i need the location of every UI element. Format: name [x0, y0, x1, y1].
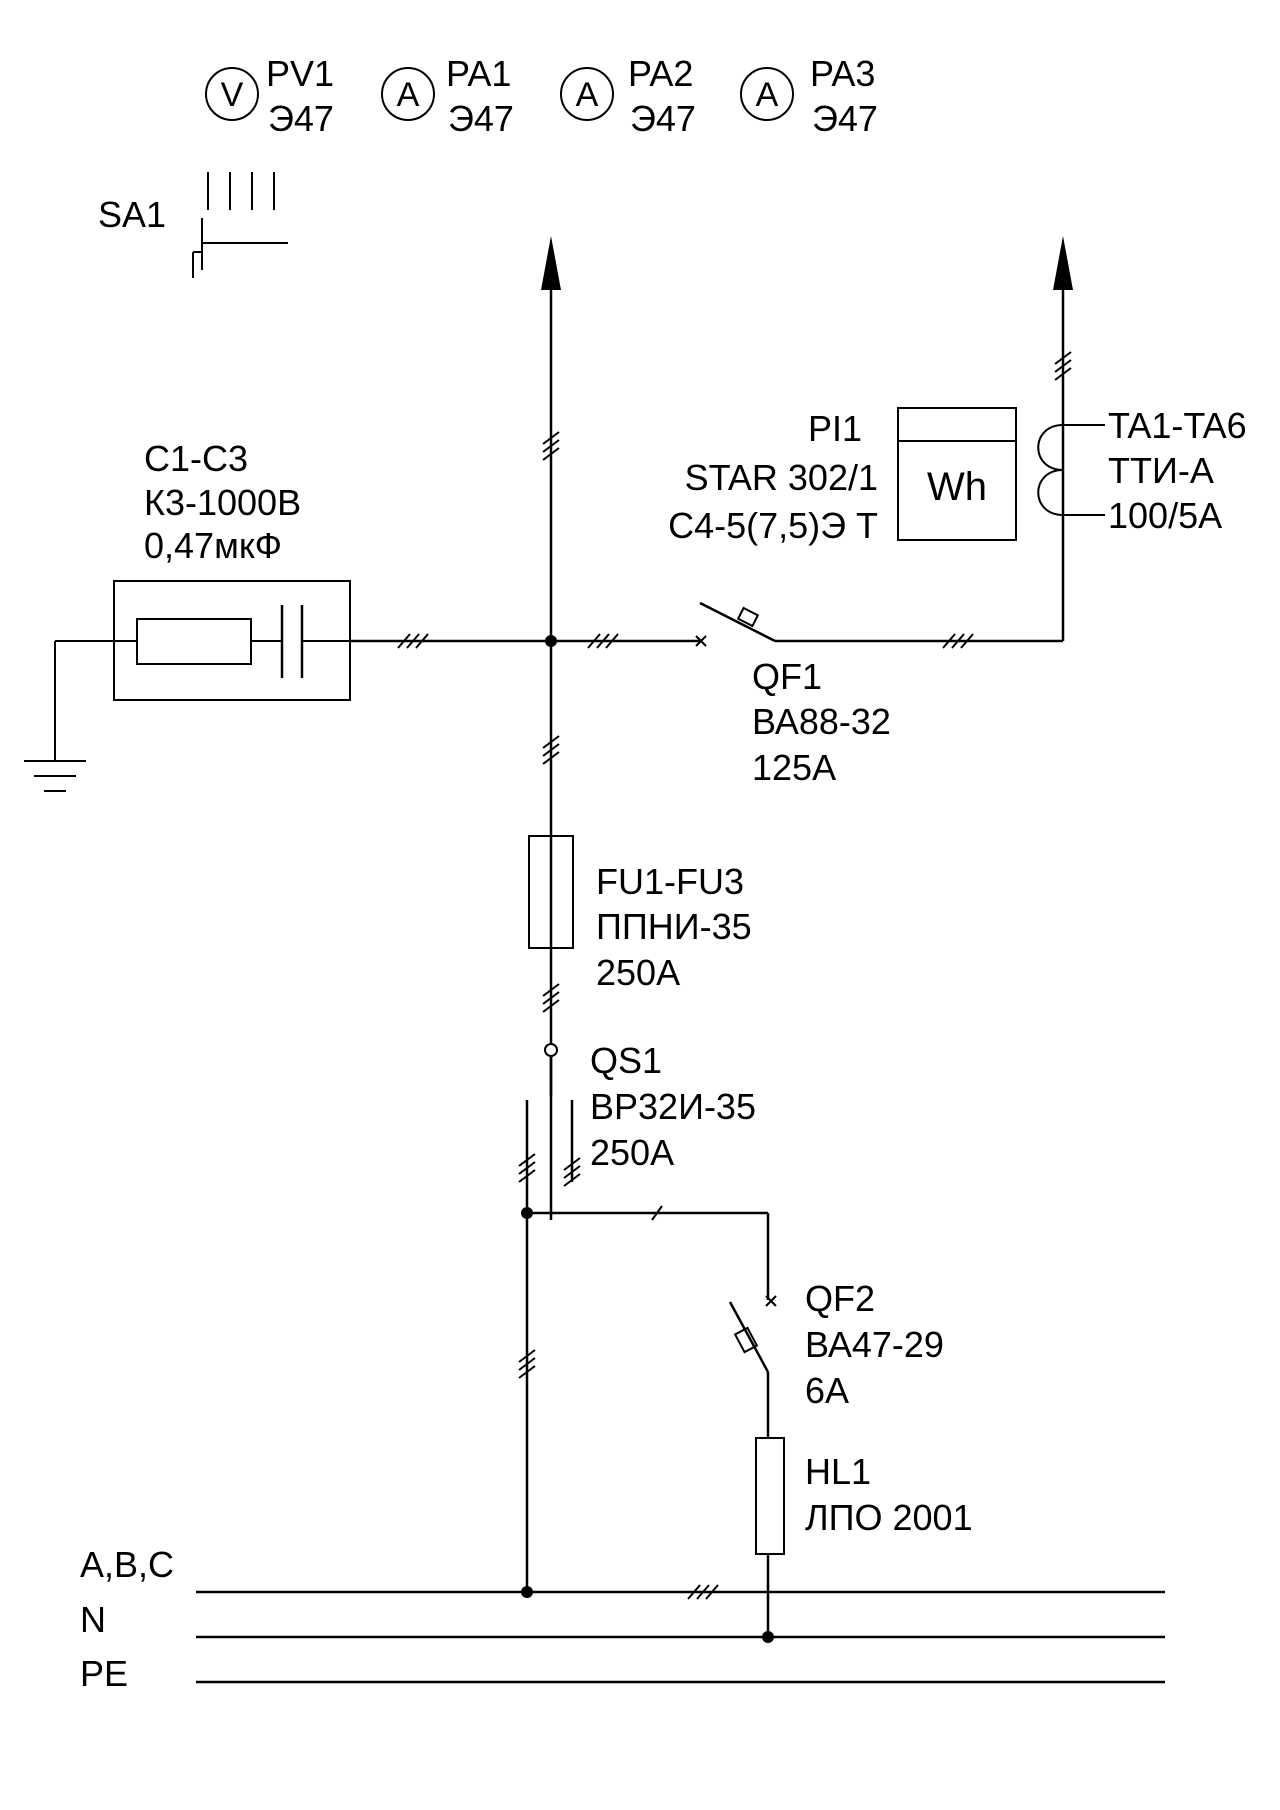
qs1-designation: QS1 — [590, 1040, 662, 1081]
three-phase-tick-marks — [587, 633, 619, 649]
junction-dot — [521, 1586, 533, 1598]
pi1-designation: PI1 — [808, 408, 862, 449]
fuse-symbol — [528, 835, 574, 949]
voltmeter-symbol — [205, 67, 259, 121]
current-transformers: TA1-TA6 ТТИ-А 100/5А — [1037, 405, 1247, 536]
ground-icon — [24, 760, 86, 792]
bus-label-phases: A,B,C — [80, 1544, 174, 1585]
fuse-rating: 250А — [596, 952, 680, 993]
three-phase-tick-marks — [542, 983, 560, 1013]
contact-circle — [544, 1043, 558, 1057]
three-phase-tick-marks — [942, 633, 974, 649]
meter-pa3: A PA3 Э47 — [740, 53, 878, 139]
breaker-x-mark — [695, 635, 707, 647]
energy-meter-pi1: PI1 STAR 302/1 С4-5(7,5)Э Т Wh — [668, 407, 1017, 546]
selector-switch-sa1: SA1 — [98, 172, 288, 278]
lower-branch — [518, 1205, 770, 1592]
capacitor-designation: C1-C3 — [144, 438, 248, 479]
breaker-x-mark — [765, 1295, 777, 1307]
ammeter-symbol — [381, 67, 435, 121]
ammeter-symbol — [560, 67, 614, 121]
qf2-designation: QF2 — [805, 1278, 875, 1319]
fuse-designation: FU1-FU3 — [596, 861, 744, 902]
sa1-label: SA1 — [98, 194, 166, 235]
meter-type: Э47 — [630, 98, 696, 139]
qf1-designation: QF1 — [752, 656, 822, 697]
meter-type: Э47 — [812, 98, 878, 139]
meter-symbol-label: V — [221, 76, 244, 114]
qf1-type: ВА88-32 — [752, 701, 891, 742]
meter-pa2: A PA2 Э47 — [560, 53, 696, 139]
hl1-designation: HL1 — [805, 1451, 871, 1492]
single-phase-tick-mark — [651, 1205, 663, 1221]
breaker-qf2: QF2 ВА47-29 6А — [728, 1278, 944, 1438]
meter-symbol-label: A — [576, 76, 599, 114]
bus-label-neutral: N — [80, 1599, 106, 1640]
meter-symbol-label: A — [397, 76, 420, 114]
lamp-symbol — [755, 1437, 785, 1555]
meter-designation: PV1 — [266, 53, 334, 94]
ammeter-symbol — [740, 67, 794, 121]
three-phase-tick-marks — [687, 1584, 719, 1600]
ct-type: ТТИ-А — [1108, 450, 1214, 491]
horizontal-feeder — [350, 633, 700, 649]
qs1-rating: 250А — [590, 1132, 674, 1173]
ct-designation: TA1-TA6 — [1108, 405, 1247, 446]
three-phase-tick-marks — [518, 1349, 536, 1379]
breaker-trip-element — [736, 606, 760, 628]
ct-winding — [1037, 424, 1064, 471]
ct-ratio: 100/5А — [1108, 495, 1222, 536]
breaker-trip-element — [733, 1326, 759, 1354]
three-phase-tick-marks — [1054, 351, 1072, 381]
discharge-resistor — [136, 618, 252, 665]
lamp-hl1: HL1 ЛПО 2001 — [755, 1437, 973, 1643]
ct-feeder — [775, 236, 1073, 649]
capacitor-bank-c1-c3: C1-C3 К3-1000В 0,47мкФ — [24, 438, 351, 792]
three-phase-tick-marks — [518, 1153, 536, 1183]
three-phase-tick-marks — [542, 431, 560, 461]
pi1-spec: С4-5(7,5)Э Т — [668, 505, 878, 546]
up-arrow-icon — [541, 236, 561, 290]
meter-designation: PA1 — [446, 53, 511, 94]
fuse-type: ППНИ-35 — [596, 906, 752, 947]
breaker-contact — [728, 1301, 770, 1373]
meter-designation: PA2 — [628, 53, 693, 94]
qf2-type: ВА47-29 — [805, 1324, 944, 1365]
disconnector-qs1: QS1 ВР32И-35 250А — [518, 983, 756, 1213]
meter-type: Э47 — [448, 98, 514, 139]
qf1-rating: 125А — [752, 747, 836, 788]
capacitor-type: К3-1000В — [144, 482, 301, 523]
three-phase-tick-marks — [397, 633, 429, 649]
capacitor-rating: 0,47мкФ — [144, 525, 282, 566]
bus-bars: A,B,C N PE — [80, 1544, 1165, 1694]
pi1-type: STAR 302/1 — [685, 457, 878, 498]
meter-box — [897, 407, 1017, 541]
meter-designation: PA3 — [810, 53, 875, 94]
qf2-rating: 6А — [805, 1370, 849, 1411]
bus-label-pe: PE — [80, 1653, 128, 1694]
three-phase-tick-marks — [542, 735, 560, 765]
meter-type: Э47 — [268, 98, 334, 139]
breaker-qf1: QF1 ВА88-32 125А — [695, 601, 891, 788]
hl1-type: ЛПО 2001 — [805, 1497, 973, 1538]
fuses-fu1-fu3: FU1-FU3 ППНИ-35 250А — [528, 835, 752, 993]
meter-pv1: V PV1 Э47 — [205, 53, 334, 139]
breaker-contact — [699, 601, 776, 643]
three-phase-tick-marks — [563, 1157, 581, 1187]
ct-winding — [1037, 469, 1064, 516]
meter-pa1: A PA1 Э47 — [381, 53, 514, 139]
meter-symbol-label: A — [756, 76, 779, 114]
wh-symbol: Wh — [927, 465, 987, 509]
qs1-type: ВР32И-35 — [590, 1086, 756, 1127]
up-arrow-icon — [1053, 236, 1073, 290]
